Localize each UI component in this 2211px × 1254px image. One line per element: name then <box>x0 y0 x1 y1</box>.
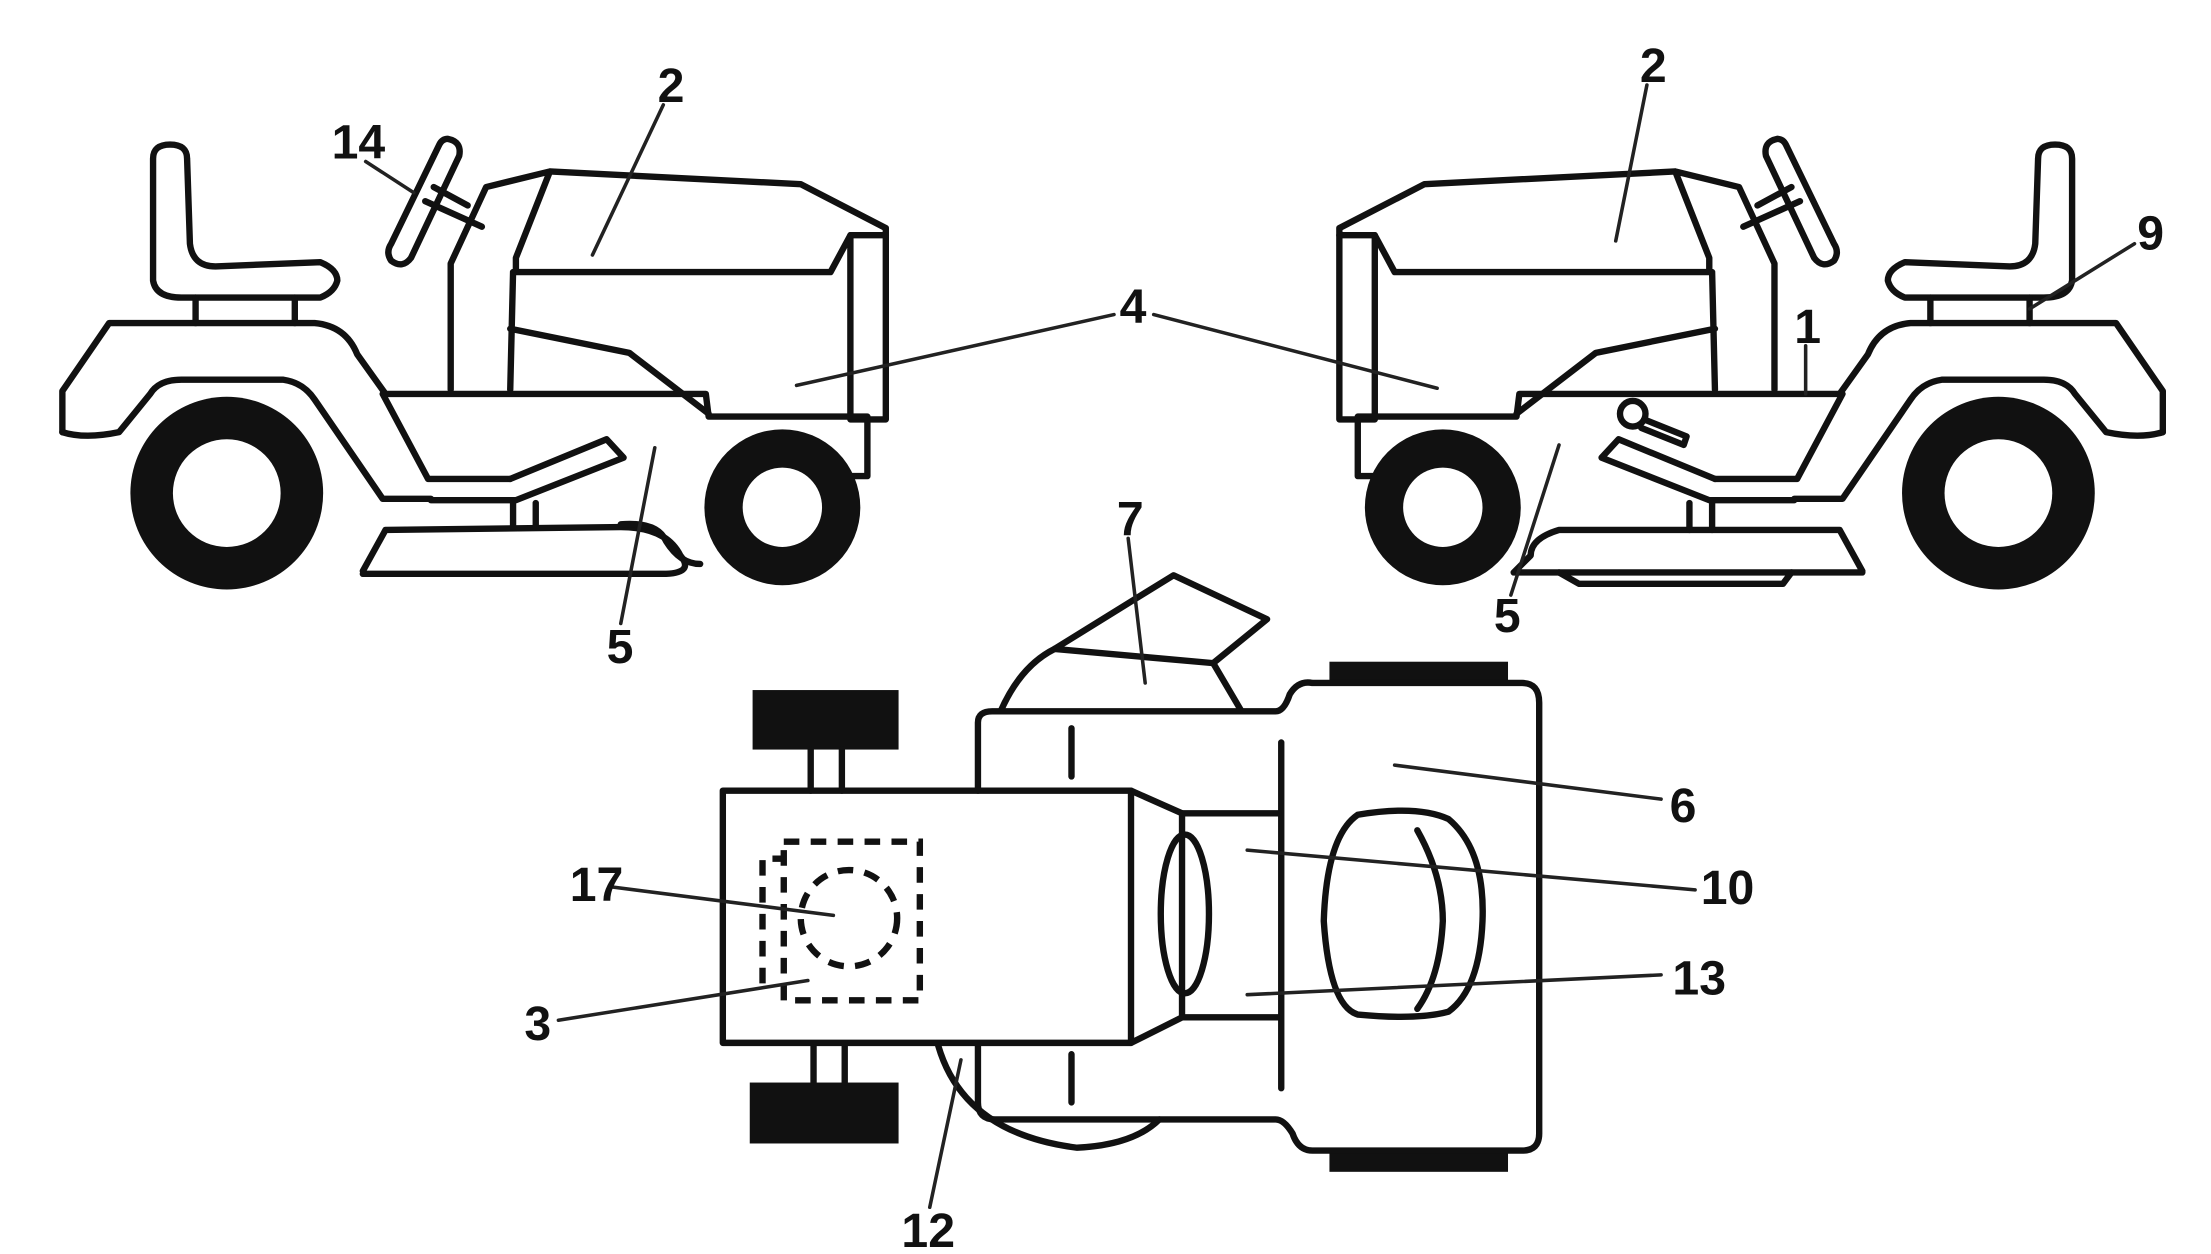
key-switch <box>1616 397 1690 449</box>
body <box>1354 319 2167 504</box>
callout-2-right: 2 <box>1640 39 1667 93</box>
callout-1: 1 <box>1794 300 1821 354</box>
callout-12: 12 <box>901 1204 955 1254</box>
hood-top <box>1320 807 1486 1020</box>
dash-console-top <box>1127 787 1282 1047</box>
seat <box>149 141 341 327</box>
body <box>59 319 871 504</box>
callout-5-left: 5 <box>607 620 634 674</box>
rear-wheels-top <box>749 690 899 1144</box>
callout-17: 17 <box>570 858 624 912</box>
callout-9: 9 <box>2137 206 2164 260</box>
callout-10: 10 <box>1701 861 1755 915</box>
rear-fender-top <box>935 1042 1163 1151</box>
callout-3: 3 <box>524 997 551 1051</box>
callout-5-right: 5 <box>1494 589 1521 643</box>
callout-7: 7 <box>1117 493 1144 547</box>
callout-2-left: 2 <box>658 59 685 113</box>
callout-4: 4 <box>1120 280 1147 334</box>
hood <box>1336 168 1778 423</box>
callout-13: 13 <box>1672 952 1726 1006</box>
hood <box>447 168 890 423</box>
tractor-right-side-view <box>1336 135 2167 590</box>
callout-14: 14 <box>332 116 386 170</box>
mower-deck <box>1510 499 1866 587</box>
deck-top <box>974 679 1543 1154</box>
tractor-left-side-view <box>59 135 890 590</box>
front-wheel <box>704 429 861 586</box>
seat <box>1884 141 2076 327</box>
callout-6: 6 <box>1670 779 1697 833</box>
front-wheel <box>1364 429 1521 586</box>
steering-wheel <box>385 135 486 268</box>
mower-deck <box>359 499 704 578</box>
front-wheels-top <box>1329 661 1509 1172</box>
rear-wheel <box>1902 396 2095 590</box>
steering-wheel <box>1740 135 1841 268</box>
leader-lines <box>363 83 2137 1210</box>
grass-chute <box>997 572 1271 715</box>
callout-labels: 14 2 2 4 5 5 1 9 7 6 10 13 17 3 12 <box>332 39 2164 1254</box>
rear-wheel <box>130 396 324 590</box>
tractor-top-view <box>719 572 1543 1172</box>
seat-area-top <box>719 787 1135 1047</box>
